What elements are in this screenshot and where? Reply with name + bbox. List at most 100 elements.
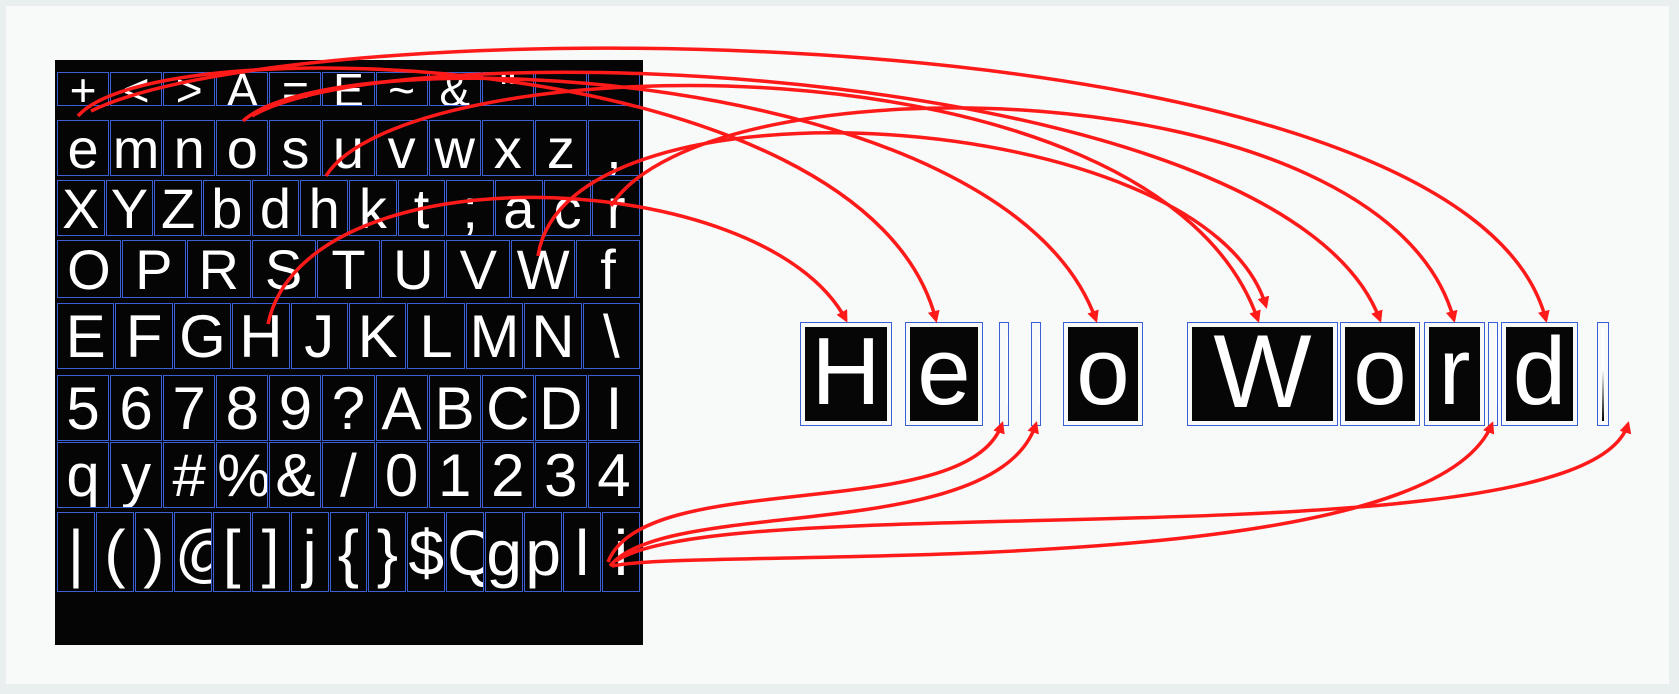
output-glyph: e	[905, 322, 983, 426]
atlas-glyph-cell: y	[110, 442, 163, 508]
atlas-glyph-cell: M	[465, 303, 524, 369]
atlas-glyph-cell: o	[216, 120, 269, 176]
atlas-glyph-cell: |	[57, 512, 95, 592]
atlas-glyph-cell: 0	[375, 442, 428, 508]
atlas-glyph-cell: Q	[446, 512, 485, 592]
atlas-glyph-cell: 1	[428, 442, 481, 508]
glyph-char: o	[1353, 322, 1407, 425]
atlas-glyph-cell: }	[368, 512, 407, 592]
atlas-glyph-cell: r	[592, 180, 640, 236]
output-glyph: r	[1424, 322, 1485, 426]
atlas-glyph-cell: 3	[534, 442, 587, 508]
atlas-glyph-cell: &	[428, 72, 481, 106]
atlas-glyph-cell: T	[316, 240, 381, 298]
atlas-glyph-cell: >	[163, 72, 216, 106]
mapping-arrow	[608, 421, 1039, 568]
output-glyph: W	[1187, 322, 1338, 426]
atlas-glyph-cell: V	[446, 240, 511, 298]
atlas-glyph-cell: b	[203, 180, 251, 236]
atlas-glyph-cell: ,	[587, 120, 640, 176]
atlas-glyph-cell: t	[397, 180, 446, 236]
glyph-tile	[1602, 327, 1604, 421]
atlas-glyph-cell: =	[269, 72, 322, 106]
atlas-glyph-cell: A	[216, 72, 269, 106]
atlas-glyph-cell: P	[121, 240, 186, 298]
mapping-arrow	[611, 421, 1495, 568]
atlas-glyph-cell: z	[534, 120, 587, 176]
atlas-glyph-cell: N	[524, 303, 582, 369]
atlas-glyph-cell: J	[290, 303, 348, 369]
glyph-char: l	[1032, 323, 1040, 425]
atlas-glyph-cell: $	[407, 512, 446, 592]
glyph-tile	[910, 327, 978, 421]
mapping-arrow	[606, 421, 1005, 563]
atlas-glyph-cell: f	[576, 240, 640, 298]
atlas-glyph-cell: +	[57, 72, 110, 106]
atlas-glyph-cell: q	[57, 442, 110, 508]
atlas-glyph-cell: H	[232, 303, 290, 369]
atlas-glyph-cell: u	[322, 120, 375, 176]
atlas-glyph-cell: e	[57, 120, 110, 176]
atlas-glyph-cell: /	[322, 442, 375, 508]
glyph-char: d	[1512, 322, 1567, 425]
atlas-glyph-cell: m	[110, 120, 163, 176]
glyph-tile	[1068, 327, 1138, 421]
atlas-glyph-cell: "	[481, 72, 534, 106]
atlas-glyph-cell: Z	[154, 180, 202, 236]
output-glyph: d	[1501, 322, 1578, 426]
atlas-glyph-cell: c	[543, 180, 592, 236]
atlas-glyph-cell: X	[57, 180, 105, 236]
glyph-char: l	[1489, 323, 1497, 425]
atlas-glyph-cell: C	[481, 375, 534, 441]
atlas-glyph-cell: #	[163, 442, 216, 508]
atlas-glyph-cell: ?	[322, 375, 375, 441]
atlas-glyph-cell: i	[602, 512, 640, 592]
atlas-glyph-cell: {	[329, 512, 368, 592]
atlas-glyph-cell: G	[173, 303, 232, 369]
atlas-glyph-cell: (	[95, 512, 134, 592]
atlas-glyph-cell: _	[587, 72, 640, 106]
atlas-glyph-cell: 5	[57, 375, 110, 441]
atlas-glyph-cell: E	[322, 72, 375, 106]
glyph-tile	[805, 327, 887, 421]
atlas-glyph-cell: w	[428, 120, 481, 176]
glyph-tile	[1192, 327, 1333, 421]
atlas-glyph-cell: l	[563, 512, 602, 592]
atlas-glyph-cell: I	[587, 375, 640, 441]
atlas-glyph-cell: s	[269, 120, 322, 176]
atlas-glyph-cell: <	[110, 72, 163, 106]
mapping-arrow	[615, 421, 1632, 563]
output-glyph	[1597, 322, 1609, 426]
atlas-glyph-cell: 2	[481, 442, 534, 508]
atlas-glyph-cell: a	[495, 180, 543, 236]
glyph-tile	[1429, 327, 1480, 421]
atlas-glyph-cell: U	[381, 240, 446, 298]
atlas-glyph-cell: B	[428, 375, 481, 441]
atlas-glyph-cell: Y	[105, 180, 154, 236]
atlas-glyph-cell: k	[349, 180, 397, 236]
atlas-glyph-cell: [	[212, 512, 251, 592]
output-glyph: o	[1063, 322, 1143, 426]
atlas-glyph-cell: j	[290, 512, 329, 592]
atlas-glyph-cell: v	[375, 120, 428, 176]
mapping-arrow	[536, 131, 1270, 309]
atlas-glyph-cell: %	[216, 442, 269, 508]
output-glyph: o	[1340, 322, 1420, 426]
atlas-glyph-cell: \	[582, 303, 640, 369]
atlas-glyph-cell: W	[511, 240, 576, 298]
atlas-glyph-cell: @	[173, 512, 212, 592]
atlas-glyph-cell: O	[57, 240, 121, 298]
glyph-char: r	[1438, 322, 1471, 425]
atlas-glyph-cell: _	[534, 72, 587, 106]
atlas-glyph-cell: x	[481, 120, 534, 176]
atlas-glyph-cell: )	[134, 512, 173, 592]
atlas-glyph-cell: n	[163, 120, 216, 176]
atlas-glyph-cell: g	[485, 512, 524, 592]
atlas-glyph-cell: K	[349, 303, 407, 369]
atlas-glyph-cell: S	[251, 240, 316, 298]
glyph-char: o	[1076, 322, 1130, 425]
atlas-glyph-cell: ]	[251, 512, 290, 592]
output-glyph: l	[1031, 322, 1041, 426]
